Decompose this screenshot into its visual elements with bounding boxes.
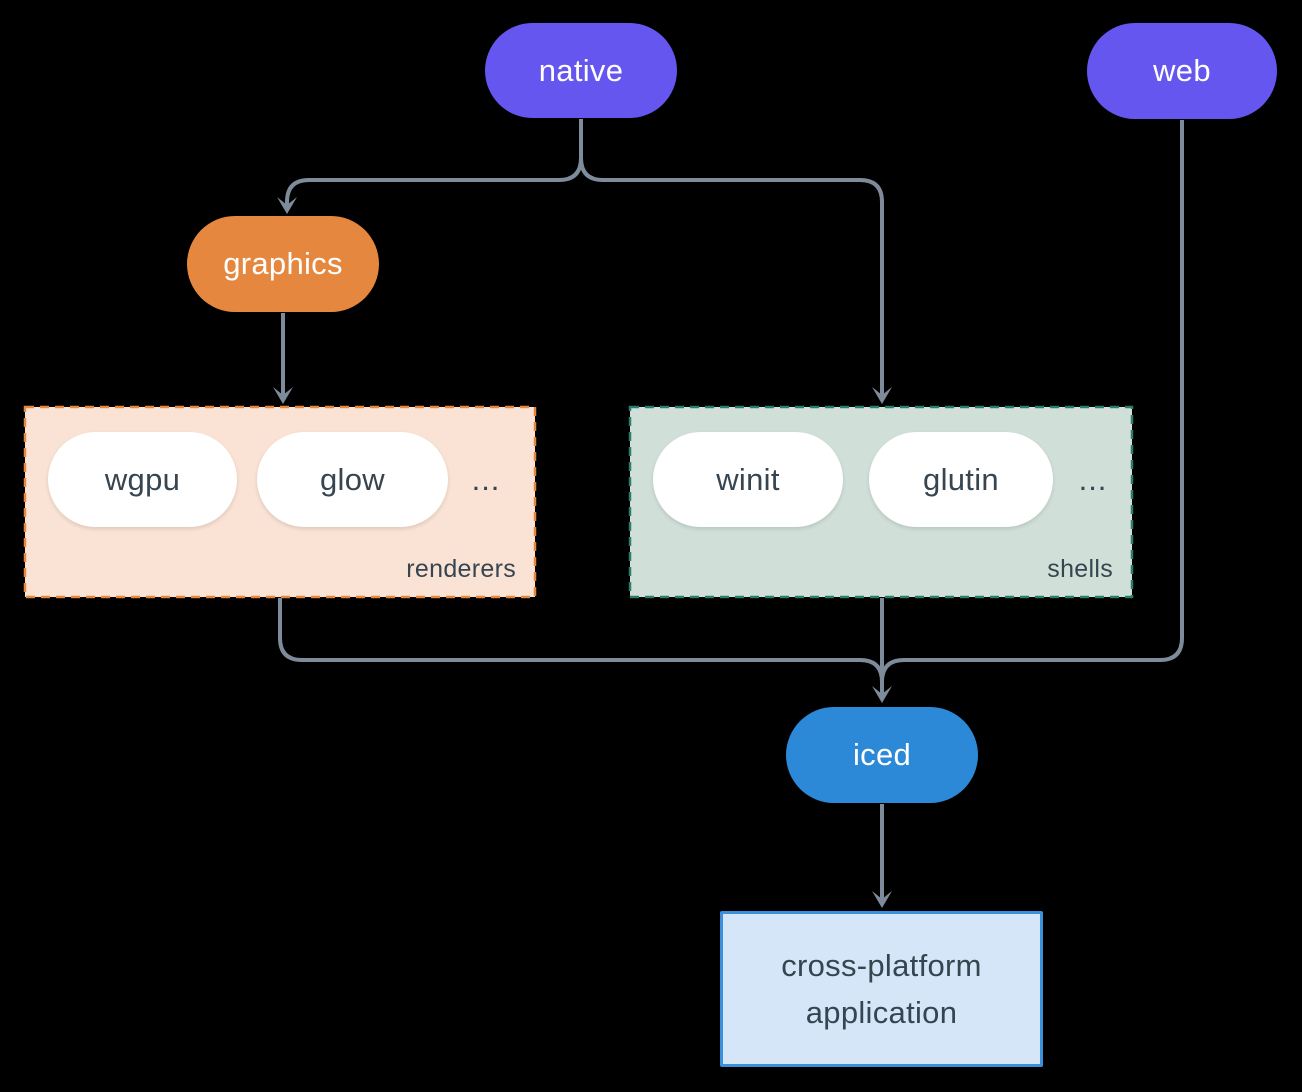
arrowhead-iced-icon [872, 686, 892, 703]
node-wgpu-label: wgpu [104, 461, 181, 497]
node-native-label: native [538, 52, 624, 88]
node-glutin: glutin [869, 432, 1053, 527]
node-iced: iced [786, 707, 978, 803]
renderers-group-label: renderers [406, 555, 516, 583]
edge-native-shells [579, 119, 884, 395]
node-graphics: graphics [187, 216, 379, 312]
renderers-ellipsis: ... [471, 461, 501, 497]
edge-renderers-iced [278, 598, 884, 683]
edge-web-iced [880, 120, 1184, 683]
node-cross-platform-application: cross-platform application [720, 911, 1043, 1067]
node-glow: glow [257, 432, 448, 527]
node-winit-label: winit [716, 461, 780, 497]
edge-native-graphics [285, 119, 583, 205]
shells-ellipsis: ... [1078, 461, 1108, 497]
app-label-line2: application [805, 995, 958, 1030]
renderers-group: wgpu glow ... renderers [24, 406, 536, 597]
node-wgpu: wgpu [48, 432, 237, 527]
node-glutin-label: glutin [923, 461, 999, 497]
arrowhead-renderers-icon [273, 387, 293, 404]
node-iced-label: iced [852, 737, 912, 772]
arrowhead-graphics-icon [277, 197, 297, 214]
arrowhead-app-icon [872, 891, 892, 908]
arrowhead-shells-icon [872, 387, 892, 404]
shells-group-label: shells [1047, 555, 1113, 583]
node-native: native [485, 23, 677, 118]
node-graphics-label: graphics [223, 246, 343, 281]
node-web-label: web [1153, 53, 1211, 88]
app-label-line1: cross-platform [781, 948, 982, 983]
shells-group: winit glutin ... shells [629, 406, 1133, 597]
node-winit: winit [653, 432, 843, 527]
node-web: web [1087, 23, 1277, 119]
node-glow-label: glow [320, 461, 385, 497]
